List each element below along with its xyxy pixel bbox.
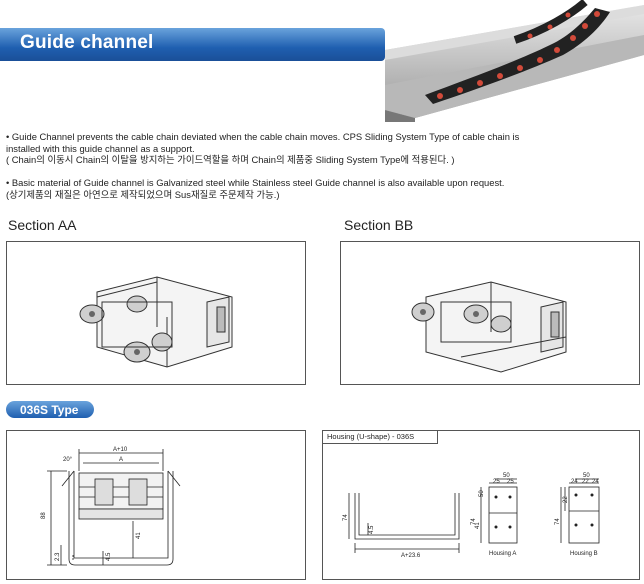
dim-d50: 50 — [503, 473, 510, 479]
dim-a: A — [119, 457, 123, 463]
bullet-line: (상기제품의 재질은 아연으로 제작되었으며 Sus재질로 주문제작 가능.) — [6, 188, 280, 200]
page-title: Guide channel — [20, 32, 154, 53]
housing-title: Housing (U-shape) - 036S — [323, 431, 438, 444]
header-bar — [0, 28, 385, 61]
dim-h88: 88 — [41, 512, 47, 519]
dim-d22v: 22 — [563, 496, 569, 503]
section-bb-drawing — [340, 241, 640, 385]
front-view-svg: A+10 A 20° 88 41 4.5 2.3 — [41, 447, 181, 566]
dim-h4-5: 4.5 — [106, 552, 112, 561]
housing-drawing: Housing (U-shape) - 036S A+23.6 74 4.5 — [322, 430, 640, 580]
type-badge — [6, 401, 94, 418]
chain-section-bb-illustration — [411, 281, 567, 373]
dim-h2-3: 2.3 — [55, 552, 61, 561]
type-badge-label: 036S Type — [20, 403, 79, 417]
dim-d50b: 50 — [479, 490, 485, 497]
section-bb-title: Section BB — [344, 217, 414, 233]
dim-d50-housing-b: 50 — [583, 473, 590, 479]
front-view-drawing: A+10 A 20° 88 41 4.5 2.3 — [6, 430, 306, 580]
section-aa-drawing — [6, 241, 306, 385]
dim-d25b: 25 — [507, 479, 514, 485]
dim-d41: 41 — [475, 522, 481, 529]
bullet-line: • Guide Channel prevents the cable chain… — [6, 131, 520, 142]
dim-h74: 74 — [343, 514, 349, 521]
housing-svg: A+23.6 74 4.5 50 25 25 41 50 74 50 24 22… — [343, 473, 600, 559]
housing-b-label: Housing B — [570, 551, 598, 557]
dim-d24a: 24 — [571, 479, 578, 485]
bullet-material: • Basic material of Guide channel is Gal… — [6, 177, 504, 200]
dim-d25a: 25 — [493, 479, 500, 485]
dim-r20: 20° — [63, 457, 73, 463]
bullet-line: • Basic material of Guide channel is Gal… — [6, 177, 505, 188]
dim-a10: A+10 — [113, 447, 128, 453]
dim-d24b: 24 — [592, 479, 599, 485]
dim-d22: 22 — [582, 479, 589, 485]
dim-h45: 4.5 — [369, 525, 375, 534]
chain-section-aa-illustration — [79, 276, 233, 368]
dim-d74b: 74 — [471, 518, 477, 525]
hero-chain-illustration — [385, 0, 644, 122]
dim-d74c: 74 — [555, 518, 561, 525]
dim-a236: A+23.6 — [401, 553, 421, 559]
bullet-line: ( Chain의 이동시 Chain의 이탈을 방지하는 가이드역할을 하며 C… — [6, 154, 455, 165]
dim-h41: 41 — [136, 532, 142, 539]
bullet-line: installed with this guide channel as a s… — [6, 142, 195, 154]
section-aa-title: Section AA — [8, 217, 77, 233]
housing-a-label: Housing A — [489, 551, 516, 557]
bullet-guide-channel: • Guide Channel prevents the cable chain… — [6, 131, 519, 166]
